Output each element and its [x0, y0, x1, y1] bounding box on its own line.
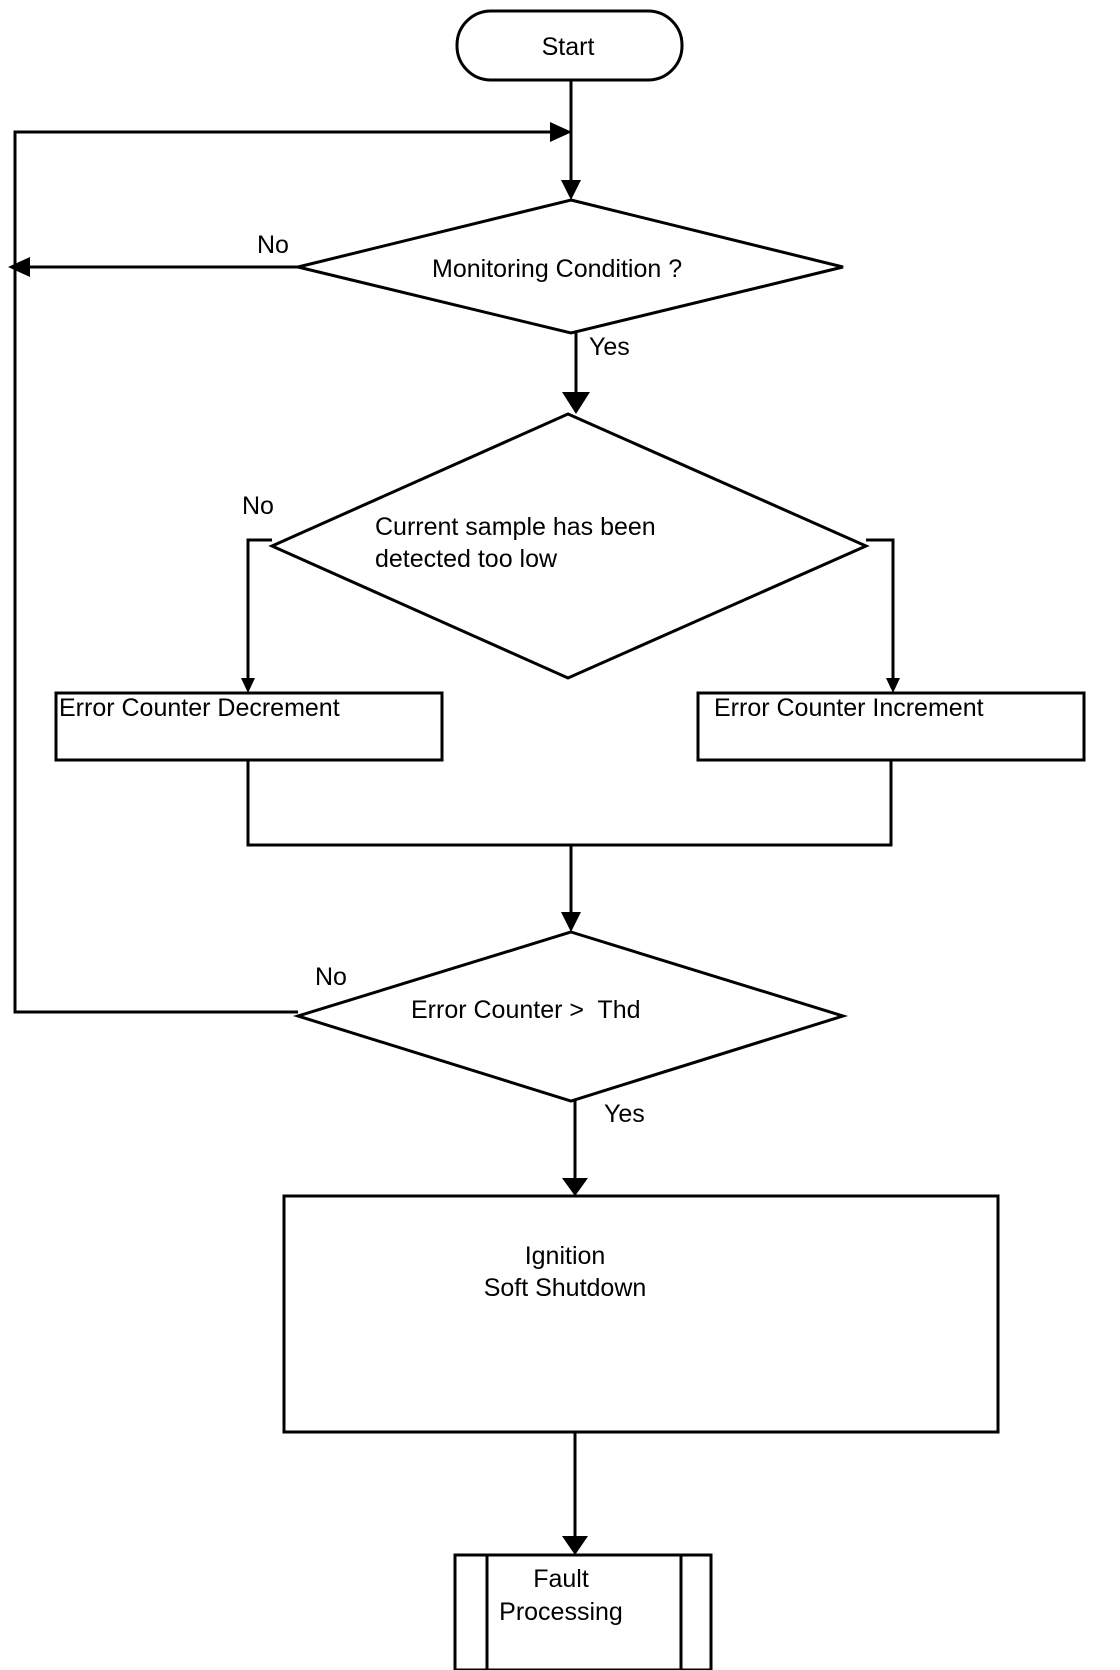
sample-no-label: No	[242, 492, 274, 520]
shutdown-label-line2: Soft Shutdown	[484, 1274, 647, 1302]
arrowhead-into-monitoring	[561, 180, 581, 200]
error-counter-decrement-box: Error Counter Decrement	[54, 691, 444, 762]
arrowhead-into-fault	[562, 1536, 588, 1555]
connectors	[13, 80, 895, 1538]
threshold-decision: Error Counter > Thd	[292, 930, 849, 1103]
connector-sample-yes	[866, 538, 895, 678]
threshold-yes-label: Yes	[604, 1100, 645, 1128]
fault-label-line2: Processing	[499, 1598, 623, 1626]
connector-sample-no	[246, 538, 272, 678]
decrement-label: Error Counter Decrement	[59, 694, 340, 722]
arrowheads	[8, 122, 900, 1555]
monitoring-condition-label: Monitoring Condition ?	[432, 255, 682, 283]
connector-merge	[246, 760, 893, 847]
fault-processing-box: Fault Processing	[453, 1553, 713, 1670]
monitoring-no-label: No	[257, 231, 289, 259]
arrowhead-into-threshold	[561, 912, 581, 932]
arrowhead-into-shutdown	[562, 1178, 588, 1196]
shutdown-label-line1: Ignition	[525, 1242, 606, 1270]
increment-label: Error Counter Increment	[714, 694, 984, 722]
arrowhead-into-decrement	[241, 678, 255, 693]
threshold-label: Error Counter > Thd	[411, 996, 641, 1024]
monitoring-condition-decision: Monitoring Condition ?	[297, 198, 844, 335]
arrowhead-into-sample	[562, 392, 590, 414]
fault-label-line1: Fault	[533, 1565, 589, 1593]
current-sample-label-line2: detected too low	[375, 545, 558, 573]
ignition-soft-shutdown-box: Ignition Soft Shutdown	[282, 1194, 1000, 1434]
current-sample-label-line1: Current sample has been	[375, 513, 656, 541]
error-counter-increment-box: Error Counter Increment	[696, 691, 1086, 762]
start-terminal: Start	[455, 9, 684, 82]
threshold-no-label: No	[315, 963, 347, 991]
monitoring-yes-label: Yes	[589, 333, 630, 361]
arrowhead-monitoring-no	[8, 257, 30, 277]
start-label: Start	[542, 33, 595, 61]
connector-loop-back	[13, 130, 555, 1014]
current-sample-decision: Current sample has been detected too low	[268, 412, 870, 680]
arrowhead-into-increment	[886, 678, 900, 693]
arrowhead-loop-back	[550, 122, 572, 142]
